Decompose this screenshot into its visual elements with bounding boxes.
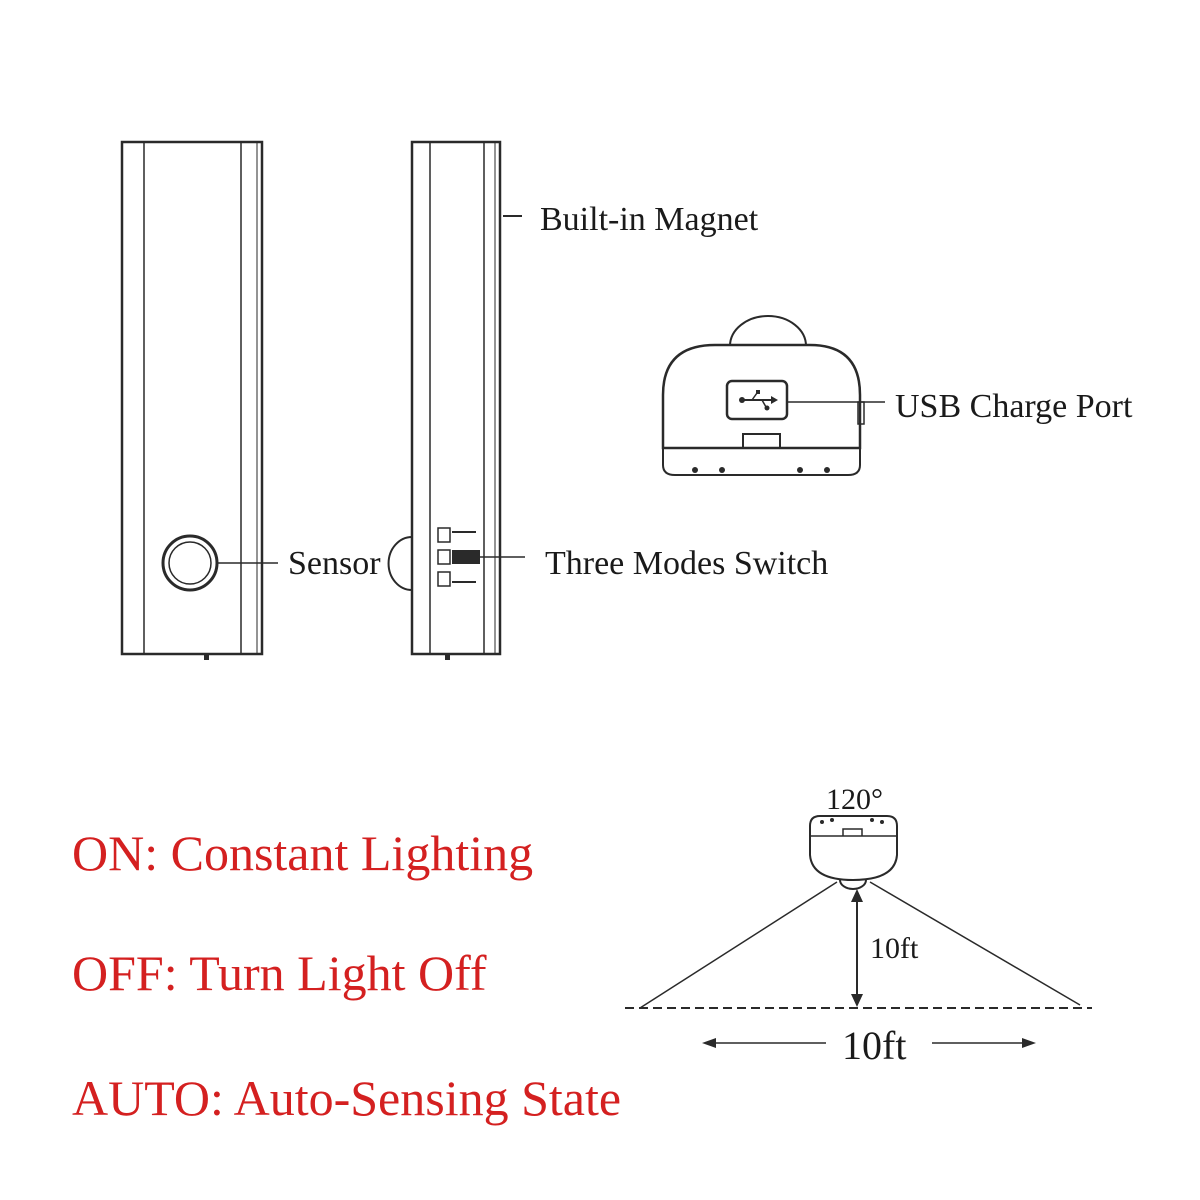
usb-charge-port-label: USB Charge Port: [895, 388, 1133, 425]
detection-range-diagram: 120° 10ft 10ft: [625, 783, 1092, 1068]
three-modes-switch-label: Three Modes Switch: [545, 545, 828, 582]
usb-port-icon: [725, 379, 789, 421]
mode-switch-icon: [437, 527, 480, 587]
mode-auto-text: AUTO: Auto-Sensing State: [72, 1070, 621, 1126]
sensor-icon: [161, 534, 219, 592]
light-bar-front-view: [120, 140, 278, 660]
mounted-light-icon: [809, 815, 898, 890]
angle-label: 120°: [826, 783, 883, 816]
mode-on-text: ON: Constant Lighting: [72, 825, 533, 881]
sensor-label: Sensor: [288, 545, 381, 582]
built-in-magnet-label: Built-in Magnet: [540, 201, 759, 238]
width-label: 10ft: [842, 1023, 906, 1068]
light-end-view: [661, 315, 885, 476]
mode-off-text: OFF: Turn Light Off: [72, 945, 487, 1001]
light-bar-side-view: [387, 140, 525, 660]
height-label: 10ft: [870, 932, 919, 965]
